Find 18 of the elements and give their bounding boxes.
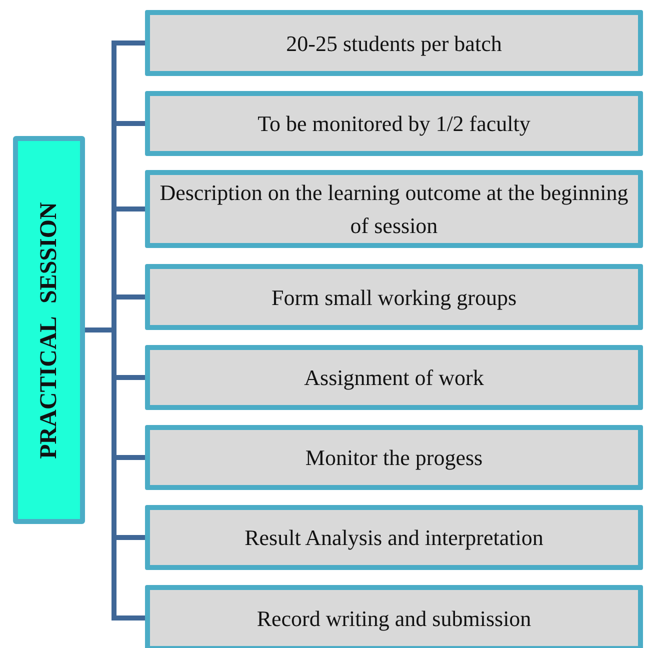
step-box bbox=[145, 10, 643, 76]
step-text: Description on the learning outcome at the beginning of session bbox=[158, 179, 630, 240]
step-text: Record writing and submission bbox=[256, 604, 532, 633]
step-box bbox=[145, 91, 643, 156]
step-box bbox=[145, 505, 643, 570]
step-box bbox=[145, 264, 643, 330]
title-text: PRACTICAL SESSION bbox=[36, 202, 62, 458]
step-text: 20-25 students per batch bbox=[286, 30, 502, 58]
step-text: Form small working groups bbox=[271, 284, 517, 312]
step-text: Monitor the progess bbox=[305, 444, 483, 472]
step-text: Result Analysis and interpretation bbox=[244, 524, 544, 552]
step-box bbox=[145, 170, 643, 248]
step-text: To be monitored by 1/2 faculty bbox=[258, 110, 530, 138]
step-box bbox=[145, 425, 643, 490]
step-box bbox=[145, 585, 643, 648]
step-box bbox=[145, 345, 643, 410]
step-text: Assignment of work bbox=[304, 364, 484, 392]
title-box bbox=[13, 136, 85, 524]
